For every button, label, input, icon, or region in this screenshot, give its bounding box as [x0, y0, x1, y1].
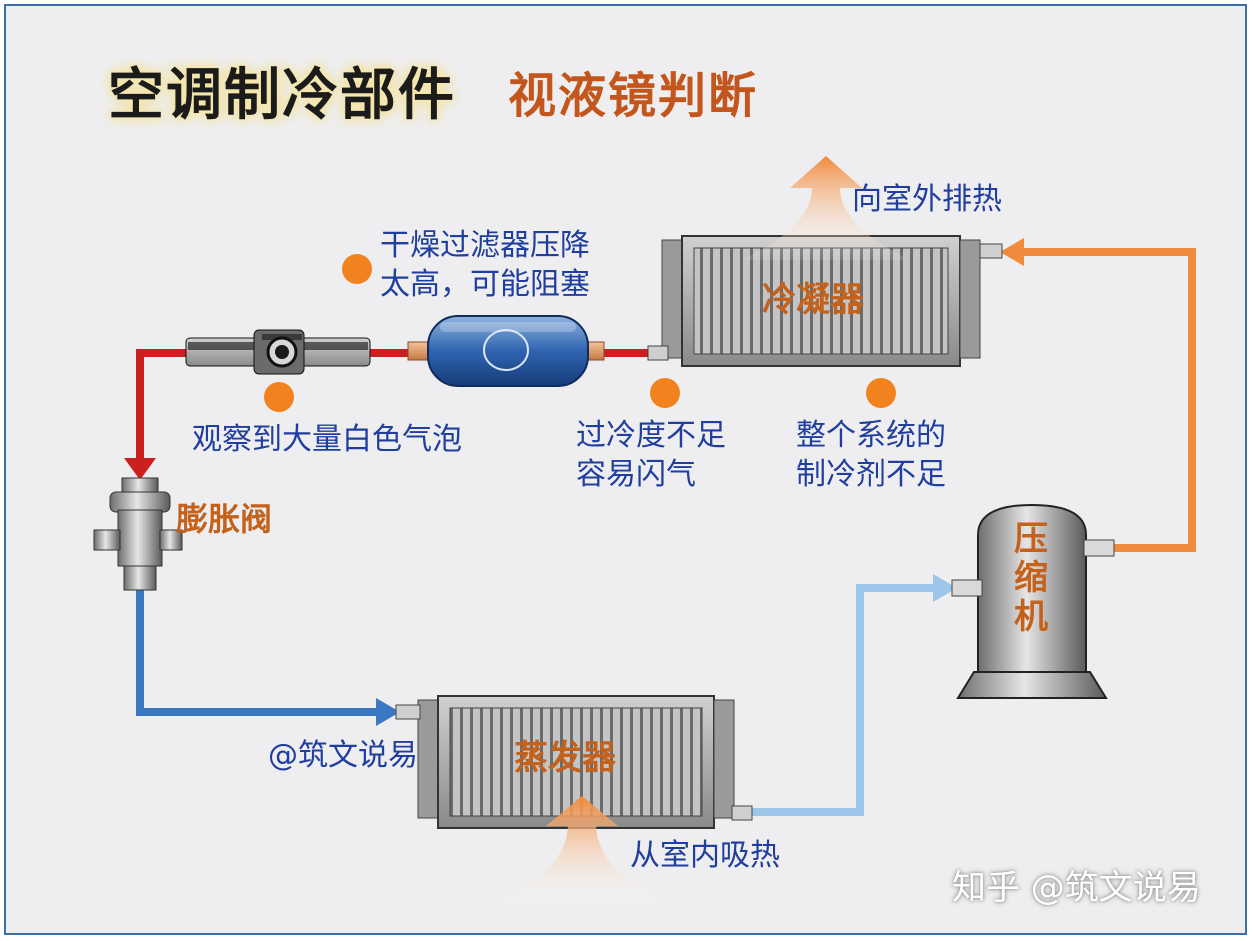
discharge-line [1022, 248, 1196, 552]
evaporator-label: 蒸发器 [514, 738, 616, 778]
note-marker-filter [342, 254, 372, 284]
note-marker-sight-glass [264, 382, 294, 412]
heat-out-plume [742, 156, 910, 260]
note-marker-refrigerant [866, 378, 896, 408]
suction-line [745, 584, 935, 816]
cold-line [136, 588, 380, 716]
expansion-valve [93, 477, 183, 591]
note-subcooling: 过冷度不足 容易闪气 [576, 418, 726, 492]
note-filter-pressure: 干燥过滤器压降 太高，可能阻塞 [380, 228, 590, 302]
watermark: 知乎 @筑文说易 [952, 868, 1201, 908]
cold-arrow [376, 698, 400, 726]
compressor-label: 压 缩 机 [1014, 519, 1048, 638]
compressor-unit [951, 503, 1115, 699]
liquid-arrow [124, 458, 156, 480]
note-marker-subcooling [650, 378, 680, 408]
expansion-valve-label: 膨胀阀 [176, 500, 273, 538]
filter-drier [407, 315, 605, 387]
condenser-label: 冷凝器 [762, 280, 864, 320]
page-subtitle: 视液镜判断 [508, 68, 759, 124]
author-credit: @筑文说易 [268, 738, 418, 773]
note-heat-out: 向室外排热 [852, 182, 1002, 217]
note-sight-glass: 观察到大量白色气泡 [192, 422, 462, 457]
discharge-arrow [1000, 238, 1024, 266]
page-title: 空调制冷部件 [108, 63, 456, 128]
suction-arrow [933, 574, 957, 602]
heat-in-plume [500, 796, 664, 902]
sight-glass [185, 329, 371, 375]
note-refrigerant: 整个系统的 制冷剂不足 [796, 418, 946, 492]
note-heat-in: 从室内吸热 [630, 838, 780, 873]
liquid-line-left [136, 349, 190, 462]
